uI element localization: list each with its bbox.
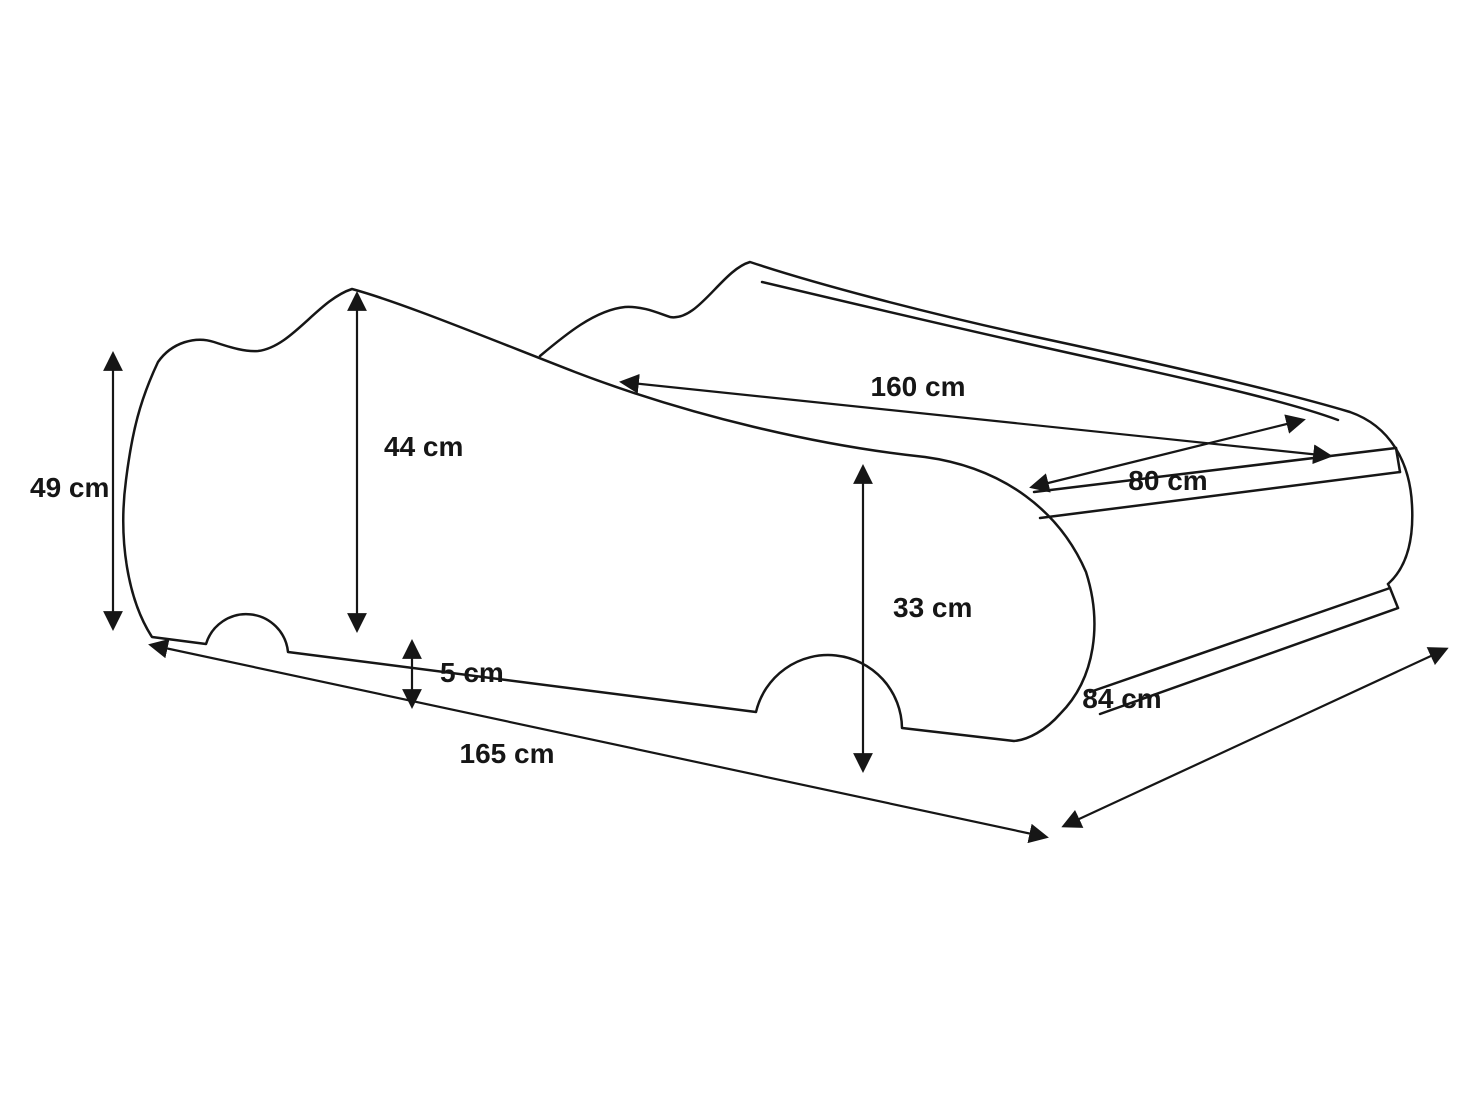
dimension-labels-group: 49 cm 44 cm 160 cm 80 cm 33 cm 5 cm 165 … bbox=[30, 371, 1208, 769]
dim-total-length-label: 165 cm bbox=[460, 738, 555, 769]
car-bed-outline-group bbox=[122, 260, 1414, 743]
top-rail-lower-edge bbox=[1038, 470, 1402, 520]
dim-total-length-arrow bbox=[148, 638, 1049, 844]
dimension-arrows-group bbox=[103, 291, 1449, 844]
far-panel-thickness-line bbox=[760, 280, 1340, 422]
far-panel-bottom-connector bbox=[1386, 582, 1392, 590]
dim-inner-width-label: 80 cm bbox=[1128, 465, 1207, 496]
dim-total-height-label: 49 cm bbox=[30, 472, 109, 503]
dim-rail-height-label: 33 cm bbox=[893, 592, 972, 623]
dim-total-width-arrow bbox=[1061, 647, 1449, 828]
bottom-rail-end-edge bbox=[1388, 586, 1400, 610]
dim-inner-width-arrow bbox=[1029, 414, 1306, 493]
far-side-panel-outline bbox=[538, 260, 1414, 586]
dim-base-height-label: 5 cm bbox=[440, 657, 504, 688]
near-side-panel-outline bbox=[122, 287, 1096, 743]
bottom-rail-upper-edge bbox=[1088, 586, 1392, 694]
dim-total-width-label: 84 cm bbox=[1082, 683, 1161, 714]
dim-inner-length-arrow bbox=[619, 373, 1333, 465]
top-rail-upper-edge bbox=[1032, 446, 1398, 494]
dim-inner-length-label: 160 cm bbox=[871, 371, 966, 402]
dim-panel-height-label: 44 cm bbox=[384, 431, 463, 462]
top-rail-end-edge bbox=[1394, 446, 1402, 474]
